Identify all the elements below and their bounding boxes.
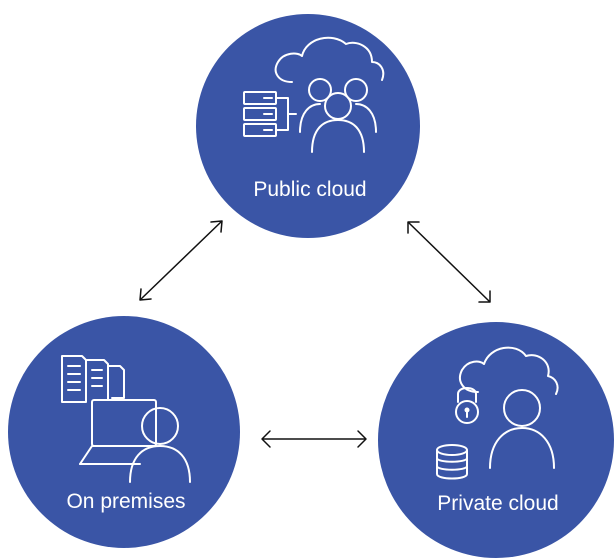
node-public-cloud: Public cloud xyxy=(196,14,420,238)
user-icon xyxy=(129,407,191,483)
arrow-public-to-on-premises xyxy=(139,220,223,301)
on-premises-label: On premises xyxy=(66,490,185,513)
public-cloud-label: Public cloud xyxy=(253,178,366,201)
node-on-premises: On premises xyxy=(8,316,240,548)
node-private-cloud: Private cloud xyxy=(378,322,614,558)
padlock-icon xyxy=(455,387,479,424)
documents-icon xyxy=(61,355,125,403)
private-cloud-circle xyxy=(378,322,614,558)
monitor-icon xyxy=(79,399,157,465)
user-icon xyxy=(489,389,555,469)
cloud-icon xyxy=(274,36,385,83)
server-stack-icon xyxy=(243,91,297,137)
arrow-public-to-private-cloud xyxy=(407,221,491,303)
private-cloud-label: Private cloud xyxy=(437,492,558,515)
public-cloud-circle xyxy=(196,14,420,238)
on-premises-circle xyxy=(8,316,240,548)
user-group-icon xyxy=(299,78,377,153)
arrow-on-premises-to-private-cloud xyxy=(261,430,367,448)
database-icon xyxy=(436,444,468,480)
cloud-icon xyxy=(459,346,559,395)
